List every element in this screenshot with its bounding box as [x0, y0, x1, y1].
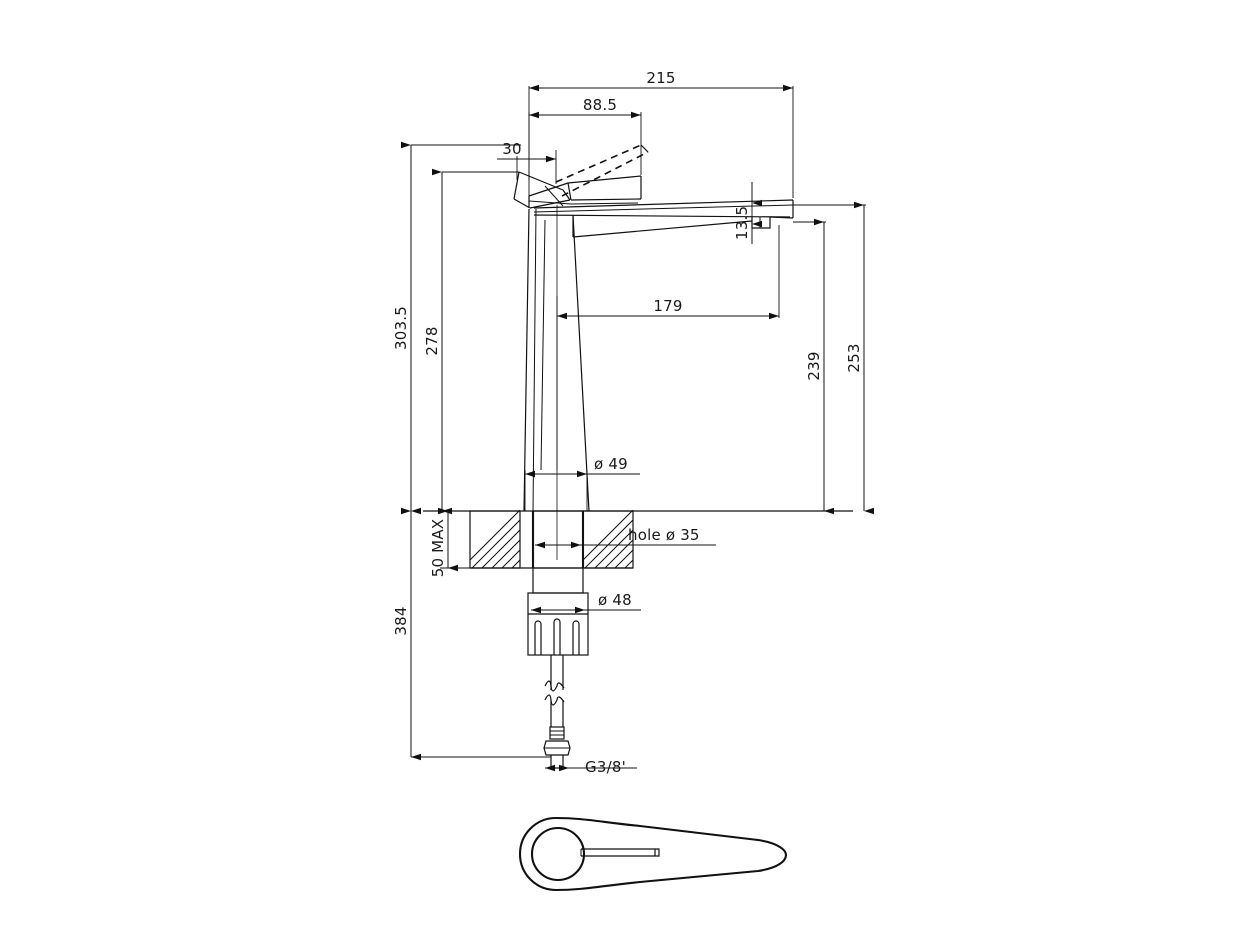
- dim-278-label: 278: [423, 326, 441, 355]
- handle-plan-view: [518, 816, 788, 892]
- dim-g38-group: G3/8': [545, 758, 637, 776]
- dim-88-5-label: 88.5: [583, 96, 617, 114]
- dim-239-group: 239: [793, 218, 834, 515]
- supply-hose: [543, 655, 571, 769]
- dim-303-5-label: 303.5: [392, 306, 410, 350]
- dim-d49-group: ø 49: [524, 455, 640, 511]
- dim-215-group: 215: [528, 69, 794, 200]
- dim-303-5-group: 303.5: [392, 141, 521, 515]
- spout-arm: [533, 199, 794, 238]
- dim-d48-label: ø 48: [598, 591, 632, 609]
- faucet-column: [523, 205, 590, 560]
- dim-88-5-group: 88.5: [528, 96, 642, 180]
- lever-handle: [513, 144, 649, 209]
- countertop-section: [423, 510, 853, 569]
- dim-278-group: 278: [423, 168, 519, 515]
- dim-13-5-label: 13.5: [733, 206, 751, 240]
- dim-d49-label: ø 49: [594, 455, 628, 473]
- dim-13-5-group: 13.5: [733, 182, 762, 244]
- dim-384-label: 384: [392, 606, 410, 635]
- dim-239-label: 239: [805, 351, 823, 380]
- dim-30-group: 30: [497, 140, 557, 184]
- dim-179-group: 179: [556, 225, 780, 470]
- dim-179-label: 179: [653, 297, 682, 315]
- dim-253-group: 253: [793, 201, 874, 515]
- dimension-annotations: 215 88.5 30 13.5 179: [392, 69, 874, 776]
- dim-hole35-group: hole ø 35: [535, 526, 716, 549]
- dim-g38-label: G3/8': [585, 758, 626, 776]
- dim-384-group: 384: [392, 507, 551, 761]
- dim-253-label: 253: [845, 343, 863, 372]
- dim-50max-group: 50 MAX: [423, 507, 470, 578]
- dim-d48-group: ø 48: [531, 591, 641, 614]
- dim-50max-label: 50 MAX: [429, 519, 447, 578]
- dim-hole35-label: hole ø 35: [628, 526, 700, 544]
- faucet-elevation-geometry: [423, 144, 853, 769]
- dim-30-label: 30: [502, 140, 522, 158]
- fixing-nut: [527, 567, 589, 656]
- dim-215-label: 215: [646, 69, 675, 87]
